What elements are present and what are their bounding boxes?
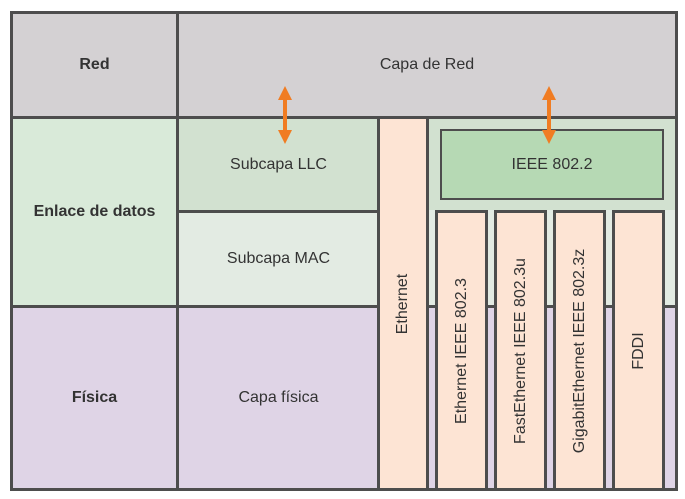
capa-de-red-label: Capa de Red [379, 56, 475, 73]
subcapa-mac-label: Subcapa MAC [226, 250, 331, 267]
ethernet-label: Ethernet [394, 273, 411, 334]
standard-label: FDDI [629, 331, 647, 370]
standard-column: Ethernet IEEE 802.3 [435, 210, 488, 491]
subcapa-llc-label: Subcapa LLC [230, 155, 327, 173]
layer-fisica: Física [10, 305, 179, 491]
ieee-802-2-label: IEEE 802.2 [511, 155, 593, 173]
layer-red-label: Red [79, 56, 110, 73]
standard-label: FastEthernet IEEE 802.3u [511, 257, 529, 444]
capa-fisica-label: Capa física [238, 389, 319, 406]
arrow-shape [542, 86, 556, 144]
layer-enlace-label: Enlace de datos [33, 203, 156, 220]
arrow-shape [278, 86, 292, 144]
subcapa-mac: Subcapa MAC [176, 210, 381, 308]
double-arrow-icon [542, 86, 556, 144]
standard-column: FDDI [612, 210, 665, 491]
ethernet-column: Ethernet [377, 116, 429, 491]
standard-label: GigabitEthernet IEEE 802.3z [570, 248, 588, 453]
capa-de-red: Capa de Red [176, 11, 678, 119]
layer-red: Red [10, 11, 179, 119]
layer-enlace-de-datos: Enlace de datos [10, 116, 179, 308]
capa-fisica: Capa física [176, 305, 381, 491]
standard-column: FastEthernet IEEE 802.3u [494, 210, 547, 491]
subcapa-llc: Subcapa LLC [176, 116, 381, 213]
layer-fisica-label: Física [71, 389, 118, 406]
double-arrow-icon [278, 86, 292, 144]
standard-column: GigabitEthernet IEEE 802.3z [553, 210, 606, 491]
standard-label: Ethernet IEEE 802.3 [452, 277, 470, 424]
